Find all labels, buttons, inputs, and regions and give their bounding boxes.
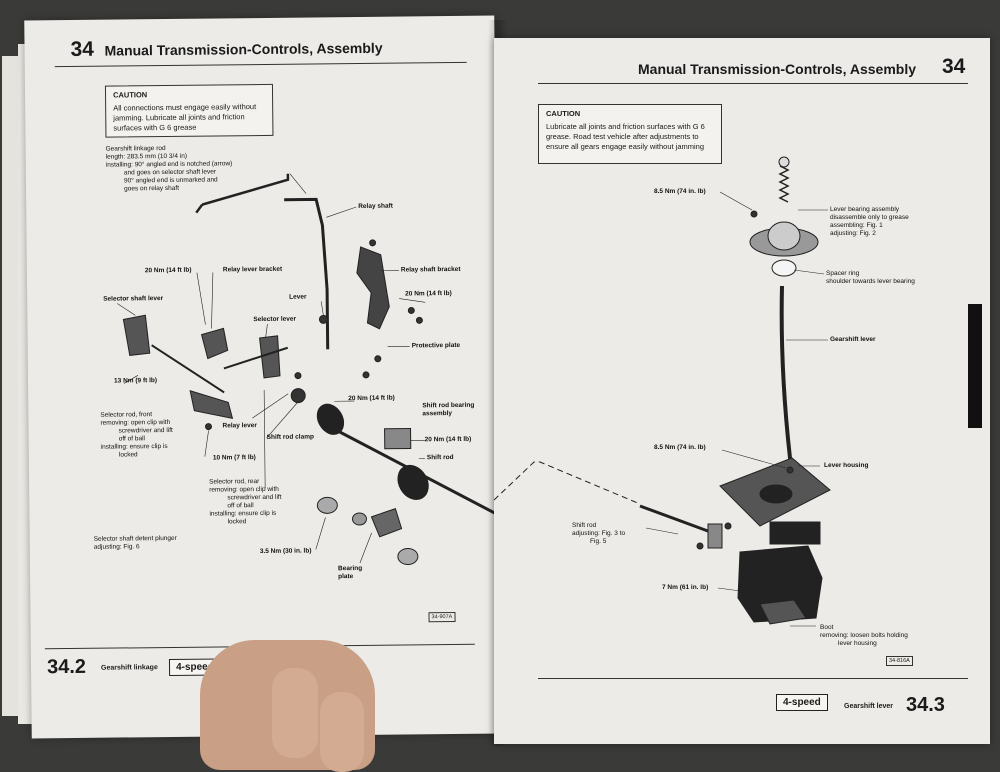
- label-protective-plate: Protective plate: [412, 342, 461, 351]
- relay-shaft-part: [284, 199, 328, 349]
- label-shift-rod-right: Shift rod adjusting: Fig. 3 to Fig. 5: [572, 522, 625, 546]
- right-footer-badge: 4-speed: [776, 694, 828, 711]
- rear-boot-part: [392, 460, 434, 505]
- shift-rod-clamp-part: [291, 389, 305, 403]
- label-gearshift-lever: Gearshift lever: [830, 336, 876, 344]
- left-figure-code: 34-907A: [428, 612, 455, 622]
- label-selector-lever: Selector lever: [253, 316, 296, 324]
- left-page: 34 Manual Transmission-Controls, Assembl…: [24, 16, 501, 739]
- left-exploded-diagram: [24, 16, 501, 739]
- plunger-part: [317, 497, 337, 513]
- label-torque-20-a: 20 Nm (14 ft lb): [145, 267, 192, 275]
- left-footer-number: 34.2: [47, 656, 86, 679]
- selector-lever-part: [260, 336, 280, 378]
- label-lever-housing: Lever housing: [824, 462, 868, 470]
- right-exploded-diagram: [494, 38, 990, 744]
- label-torque-20-d: 20 Nm (14 ft lb): [425, 436, 472, 444]
- left-footer-text: Gearshift linkage: [101, 664, 158, 672]
- right-footer-number: 34.3: [906, 694, 945, 717]
- label-shift-rod: Shift rod: [427, 454, 454, 462]
- gearshift-lever-part: [782, 286, 792, 474]
- label-linkage-rod: Gearshift linkage rod length: 283.5 mm (…: [106, 144, 233, 193]
- right-footer-text: Gearshift lever: [844, 703, 893, 710]
- spacer-ring-part: [772, 260, 796, 276]
- label-lever: Lever: [289, 294, 306, 302]
- label-torque-85-b: 8.5 Nm (74 in. lb): [654, 444, 706, 452]
- relay-lever-part: [190, 390, 232, 418]
- hand-holding-page: [200, 640, 375, 770]
- label-relay-shaft-bracket: Relay shaft bracket: [401, 266, 461, 275]
- bearing-plate-part: [371, 509, 401, 537]
- finger: [320, 692, 364, 772]
- label-boot: Boot removing: loosen bolts holding leve…: [820, 624, 908, 648]
- label-torque-85-a: 8.5 Nm (74 in. lb): [654, 188, 706, 196]
- label-torque-20-b: 20 Nm (14 ft lb): [405, 290, 452, 298]
- label-detent-plunger: Selector shaft detent plunger adjusting:…: [94, 535, 177, 552]
- label-spacer-ring: Spacer ring shoulder towards lever beari…: [826, 270, 915, 286]
- label-relay-lever-bracket: Relay lever bracket: [223, 266, 282, 275]
- shift-rod-part: [335, 428, 500, 518]
- label-torque-10: 10 Nm (7 ft lb): [213, 454, 256, 462]
- label-lever-bearing: Lever bearing assembly disassemble only …: [830, 206, 909, 238]
- relay-shaft-bracket-part: [357, 247, 390, 329]
- label-selector-rod-front: Selector rod, front removing: open clip …: [100, 411, 173, 460]
- relay-lever-bracket-part: [201, 328, 227, 358]
- label-shift-rod-clamp: Shift rod clamp: [267, 433, 314, 441]
- label-torque-13: 13 Nm (9 ft lb): [114, 377, 157, 385]
- label-selector-shaft-lever: Selector shaft lever: [103, 295, 163, 304]
- label-selector-rod-rear: Selector rod, rear removing: open clip w…: [209, 478, 282, 527]
- shift-rod-bearing-part: [385, 428, 411, 448]
- label-relay-shaft: Relay shaft: [358, 203, 393, 211]
- label-torque-7: 7 Nm (61 in. lb): [662, 584, 708, 592]
- label-torque-20-c: 20 Nm (14 ft lb): [348, 395, 395, 403]
- shift-rod-part-right: [640, 506, 716, 534]
- selector-shaft-lever-part: [123, 315, 149, 355]
- label-relay-lever: Relay lever: [222, 422, 256, 430]
- right-footer-rule: [538, 678, 968, 679]
- connection-dashed-line: [494, 462, 640, 504]
- right-page: Manual Transmission-Controls, Assembly 3…: [494, 38, 990, 744]
- right-figure-code: 34-816A: [886, 656, 913, 666]
- label-bearing-plate: Bearing plate: [338, 565, 362, 581]
- label-shift-rod-bearing: Shift rod bearing assembly: [422, 402, 474, 419]
- spring-part: [780, 166, 788, 202]
- thumb: [272, 668, 318, 758]
- label-torque-35: 3.5 Nm (30 in. lb): [260, 548, 312, 557]
